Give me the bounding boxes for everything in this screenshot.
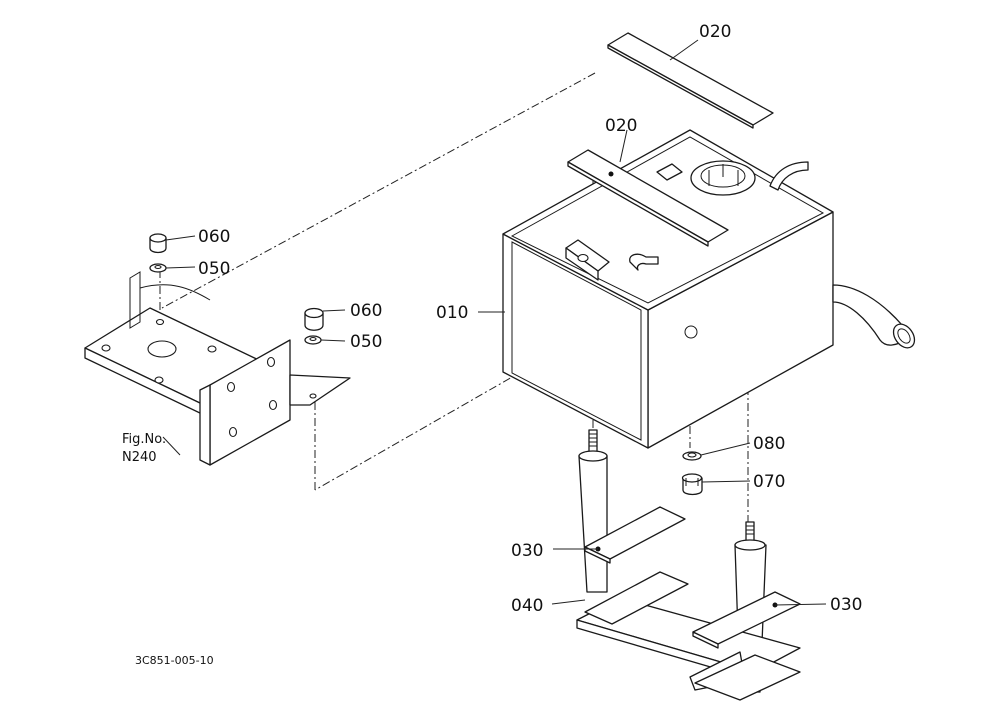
pad-020-top (607, 32, 774, 129)
label-070: 070 (753, 472, 785, 492)
fuel-tank (502, 129, 916, 449)
figure-ref-line1: Fig.No. (122, 432, 166, 447)
leader-lines (162, 39, 827, 606)
label-060-right: 060 (350, 301, 382, 321)
part-labels: 020 020 010 060 050 060 050 080 070 030 … (122, 22, 862, 667)
washer-050-left (149, 263, 167, 273)
label-010: 010 (436, 303, 468, 323)
label-080: 080 (753, 434, 785, 454)
figure-ref-line2: N240 (122, 450, 157, 465)
label-030-right: 030 (830, 595, 862, 615)
label-040: 040 (511, 596, 543, 616)
label-020-top: 020 (699, 22, 731, 42)
nut-060-left (149, 233, 167, 254)
washer-080 (682, 451, 702, 461)
label-050-left: 050 (198, 259, 230, 279)
tank-band-assembly (576, 429, 801, 701)
label-060-left: 060 (198, 227, 230, 247)
drawing-code: 3C851-005-10 (135, 654, 214, 667)
washer-050-right (304, 335, 322, 345)
label-050-right: 050 (350, 332, 382, 352)
label-030-left: 030 (511, 541, 543, 561)
plug-070 (681, 473, 703, 496)
pad-020-mid (567, 149, 729, 247)
mounting-bracket (84, 271, 351, 466)
nut-060-right (304, 307, 324, 331)
label-020-mid: 020 (605, 116, 637, 136)
